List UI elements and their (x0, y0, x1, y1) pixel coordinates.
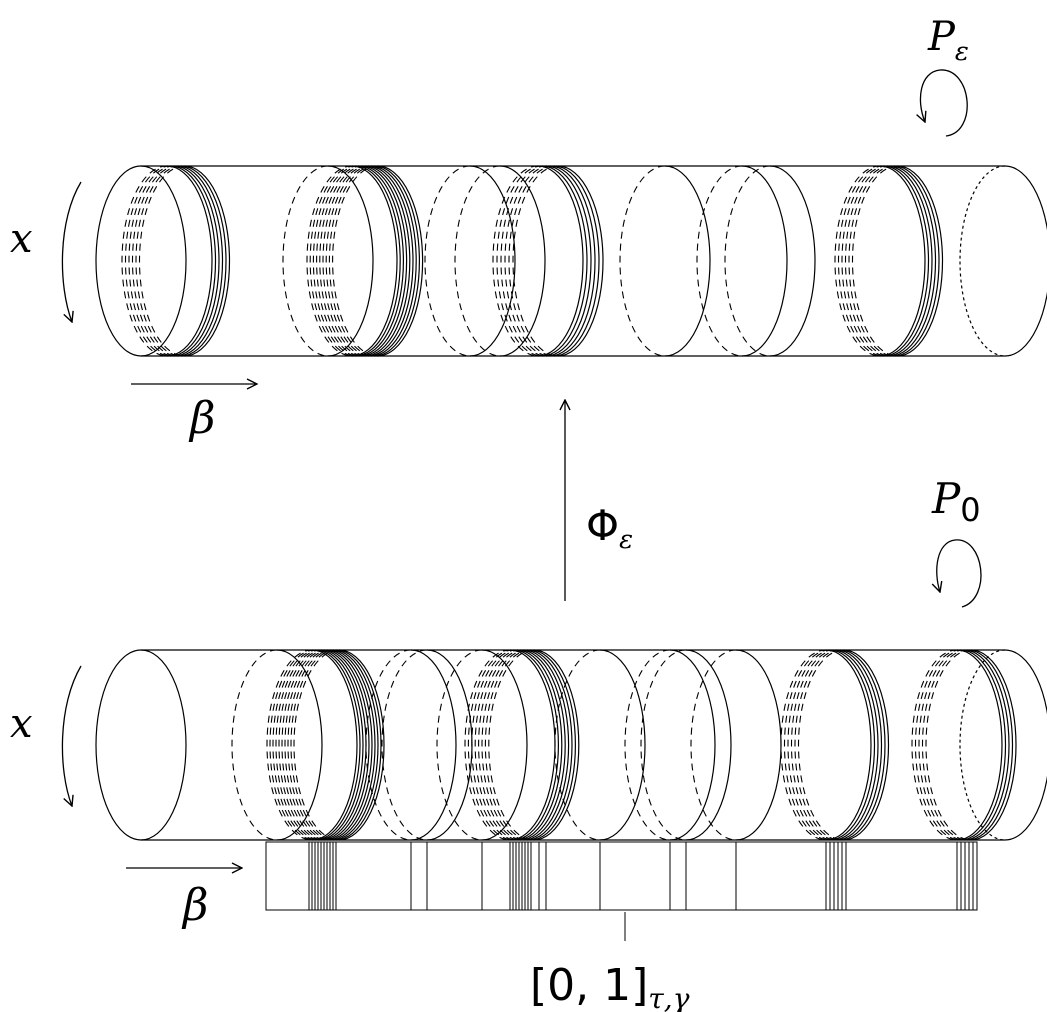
top-slice (834, 165, 926, 357)
top-x-label: x (10, 216, 33, 262)
top-slice (325, 165, 417, 357)
top-cylinder (95, 165, 1047, 357)
bottom-slice (624, 649, 716, 841)
p-zero-label: P0 (931, 474, 981, 529)
top-slice (124, 165, 217, 357)
interval-tick-lines (308, 842, 974, 910)
bottom-slice (471, 649, 563, 841)
top-slice (724, 165, 816, 357)
top-slice (138, 165, 231, 357)
top-slice (504, 165, 596, 357)
bottom-slice (293, 649, 385, 841)
top-slice (696, 165, 788, 357)
bottom-slice (365, 649, 457, 841)
top-slice (454, 165, 546, 357)
top-slice (512, 165, 604, 357)
top-slice (496, 165, 588, 357)
bottom-slice (275, 649, 367, 841)
top-slice (492, 165, 584, 357)
top-slice (844, 165, 937, 357)
top-slice (306, 165, 398, 357)
bottom-slice (921, 649, 1014, 841)
top-slice (312, 165, 404, 357)
phi-epsilon-label: Φε (586, 501, 633, 555)
top-x-rotation-arrow (61, 181, 82, 322)
top-slice (837, 165, 930, 357)
bottom-slice (278, 649, 370, 841)
bottom-cylinder (95, 649, 1047, 841)
bottom-slice (690, 649, 782, 841)
p-zero-rotation-arrow (937, 539, 982, 608)
bottom-slice (478, 649, 570, 841)
bottom-slice (381, 649, 473, 841)
interval-label: [0, 1]τ,γ (530, 960, 690, 1012)
p-epsilon-rotation-arrow (920, 69, 968, 137)
bottom-slice (290, 649, 382, 841)
top-slice (316, 165, 408, 357)
bottom-slice (467, 649, 559, 841)
bottom-slice (794, 649, 886, 841)
top-slice (619, 165, 711, 357)
bottom-slice (797, 649, 890, 841)
bottom-x-label: x (10, 701, 33, 747)
bottom-slice (269, 649, 361, 841)
bottom-slice (474, 649, 566, 841)
bottom-slice (911, 649, 1003, 841)
bottom-slice (287, 649, 379, 841)
bottom-slice (783, 649, 876, 841)
p-epsilon-label: Pε (927, 14, 969, 67)
bottom-beta-label: β (181, 880, 208, 931)
bottom-slice (914, 649, 1007, 841)
top-cylinder-outline (95, 165, 1047, 357)
bottom-slice (266, 649, 358, 841)
top-slice (282, 165, 374, 357)
bottom-cylinder-outline (95, 649, 1047, 841)
top-slice (131, 165, 224, 357)
bottom-slice (488, 649, 580, 841)
bottom-slice (918, 649, 1010, 841)
bottom-slice (231, 649, 323, 841)
top-beta-label: β (188, 393, 215, 444)
top-slice (332, 165, 424, 357)
bottom-slice (787, 649, 879, 841)
bottom-slice (640, 649, 732, 841)
top-slice (135, 165, 227, 357)
top-slice (319, 165, 411, 357)
top-slice (328, 165, 420, 357)
bottom-slice (436, 649, 528, 841)
bottom-slice (554, 649, 646, 841)
bottom-slice (281, 649, 373, 841)
top-slice (322, 165, 414, 357)
top-slice (121, 165, 213, 357)
top-slice (841, 165, 933, 357)
bottom-slice (481, 649, 573, 841)
bottom-slice (284, 649, 376, 841)
top-slice (424, 165, 516, 357)
bottom-x-rotation-arrow (61, 665, 82, 806)
bottom-cylinder-slices (231, 649, 1017, 841)
bottom-slice (484, 649, 576, 841)
top-slice (128, 165, 220, 357)
top-slice (508, 165, 600, 357)
top-slice (851, 165, 944, 357)
bottom-slice (925, 649, 1017, 841)
bottom-slice (780, 649, 872, 841)
parameter-interval (265, 841, 978, 941)
top-slice (848, 165, 940, 357)
interval-box (265, 841, 978, 911)
top-slice (500, 165, 592, 357)
bottom-slice (272, 649, 364, 841)
top-cylinder-slices (121, 165, 944, 357)
bottom-slice (790, 649, 883, 841)
top-slice (309, 165, 401, 357)
